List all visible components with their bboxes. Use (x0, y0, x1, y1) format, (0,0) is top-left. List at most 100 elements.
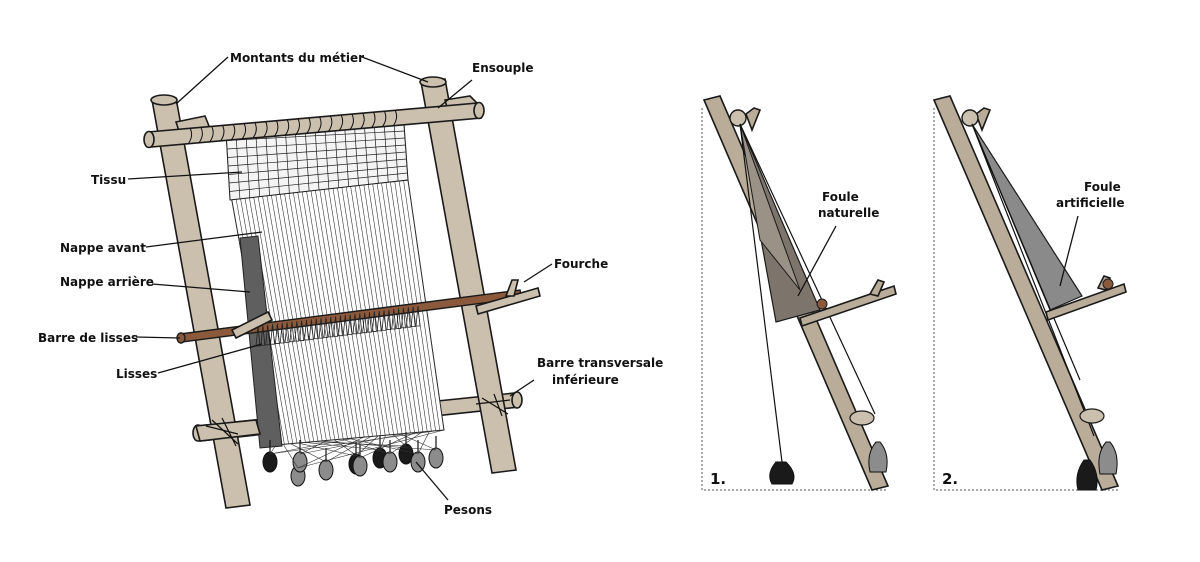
label-barre-lisses: Barre de lisses (38, 331, 138, 345)
weight-thread (269, 444, 277, 455)
warp-thread (300, 185, 344, 440)
weight-thread (417, 431, 430, 455)
label-pesons: Pesons (444, 503, 492, 517)
loom-front-view (143, 76, 541, 509)
weight-thread (297, 429, 445, 469)
beam-wrap (187, 127, 193, 145)
heddle (396, 308, 402, 329)
beam-wrap (381, 110, 387, 128)
weight-thread (283, 444, 299, 469)
side2-label-1: Foule (1084, 180, 1121, 194)
warp-thread (269, 187, 315, 442)
side2-label-2: artificielle (1056, 196, 1125, 210)
heddle (367, 312, 372, 333)
weight-thread (319, 440, 437, 451)
heddle (347, 314, 353, 335)
cloth-weft-line (226, 130, 405, 141)
loom-weight (398, 443, 414, 465)
beam-wrap (392, 109, 398, 127)
heddle (410, 306, 416, 328)
cloth-weft-line (227, 144, 406, 158)
warp-thread (274, 187, 319, 442)
weight-thread (334, 439, 361, 459)
cloth-weft-line (229, 179, 409, 201)
beam-wrap (263, 121, 268, 138)
warp-thread (323, 184, 365, 438)
loom-weights (262, 429, 445, 487)
weight-thread (359, 432, 415, 459)
weight-thread (269, 437, 357, 455)
heddle (342, 315, 348, 336)
weight-thread (269, 430, 437, 455)
warp-thread (340, 183, 382, 436)
heddle (274, 323, 280, 344)
heddle-loops (255, 305, 421, 347)
loom-weight (318, 459, 334, 481)
warp-thread (256, 188, 302, 443)
loom-weight (382, 451, 398, 473)
beam-wrap (349, 113, 354, 131)
heddle (328, 316, 334, 338)
side1-number: 1. (710, 470, 726, 488)
heddle (294, 321, 300, 342)
heddle (371, 311, 377, 332)
cloth-weft-line (228, 158, 407, 175)
beam-wrap (230, 123, 236, 141)
heddle (279, 322, 285, 344)
label-fourche: Fourche (554, 257, 608, 271)
heddle (318, 318, 324, 339)
warp-thread (260, 188, 306, 443)
side2-upright (932, 95, 1120, 491)
heddle (362, 312, 368, 334)
warp-thread (265, 187, 310, 443)
beam-wrap (284, 119, 290, 136)
weight-thread (299, 432, 408, 455)
heddle (381, 310, 387, 331)
label-barre-transversale-2: inférieure (552, 373, 619, 387)
heddle (289, 321, 295, 343)
beam-wrap (371, 111, 376, 129)
beam-wrap (273, 120, 279, 137)
warp-thread (327, 184, 369, 437)
heddle (405, 307, 411, 328)
side-view-2: 2. Foule artificielle (932, 95, 1127, 491)
weight-thread (305, 442, 381, 451)
heddle (323, 317, 329, 338)
loom-weight (262, 451, 278, 473)
warp-thread (283, 186, 327, 441)
beam-wrap (360, 112, 365, 130)
fork-support (475, 287, 541, 315)
beam-wrap (295, 118, 300, 135)
cloth-weft-line (227, 151, 407, 167)
label-montants: Montants du métier (230, 51, 364, 65)
weight-thread (299, 440, 328, 455)
beam-cord-wraps (187, 109, 398, 145)
beam-wrap (252, 122, 257, 139)
heddle (333, 316, 339, 337)
heddle (255, 325, 261, 347)
beam-wrap (327, 115, 333, 132)
heddle (391, 308, 397, 330)
heddle (386, 309, 392, 331)
warp-thread (292, 186, 336, 440)
beam-wrap (241, 123, 247, 140)
heddle (284, 322, 290, 343)
warp-thread (332, 184, 373, 437)
heddle (352, 313, 358, 335)
heddle (337, 315, 343, 337)
heddle (299, 320, 305, 341)
label-tissu: Tissu (91, 173, 126, 187)
warp-thread (318, 184, 361, 438)
heddle (401, 307, 406, 329)
loom-weight (292, 451, 308, 473)
label-nappe-avant: Nappe avant (60, 241, 146, 255)
beam-wrap (338, 114, 344, 132)
warp-thread (314, 185, 357, 438)
warp-thread (336, 183, 378, 437)
labels-group: Montants du métier Ensouple Tissu Nappe … (38, 51, 663, 517)
heddle (308, 319, 314, 340)
beam-wrap (198, 126, 203, 144)
side2-number: 2. (942, 470, 958, 488)
cloth-weft-line (226, 137, 406, 150)
